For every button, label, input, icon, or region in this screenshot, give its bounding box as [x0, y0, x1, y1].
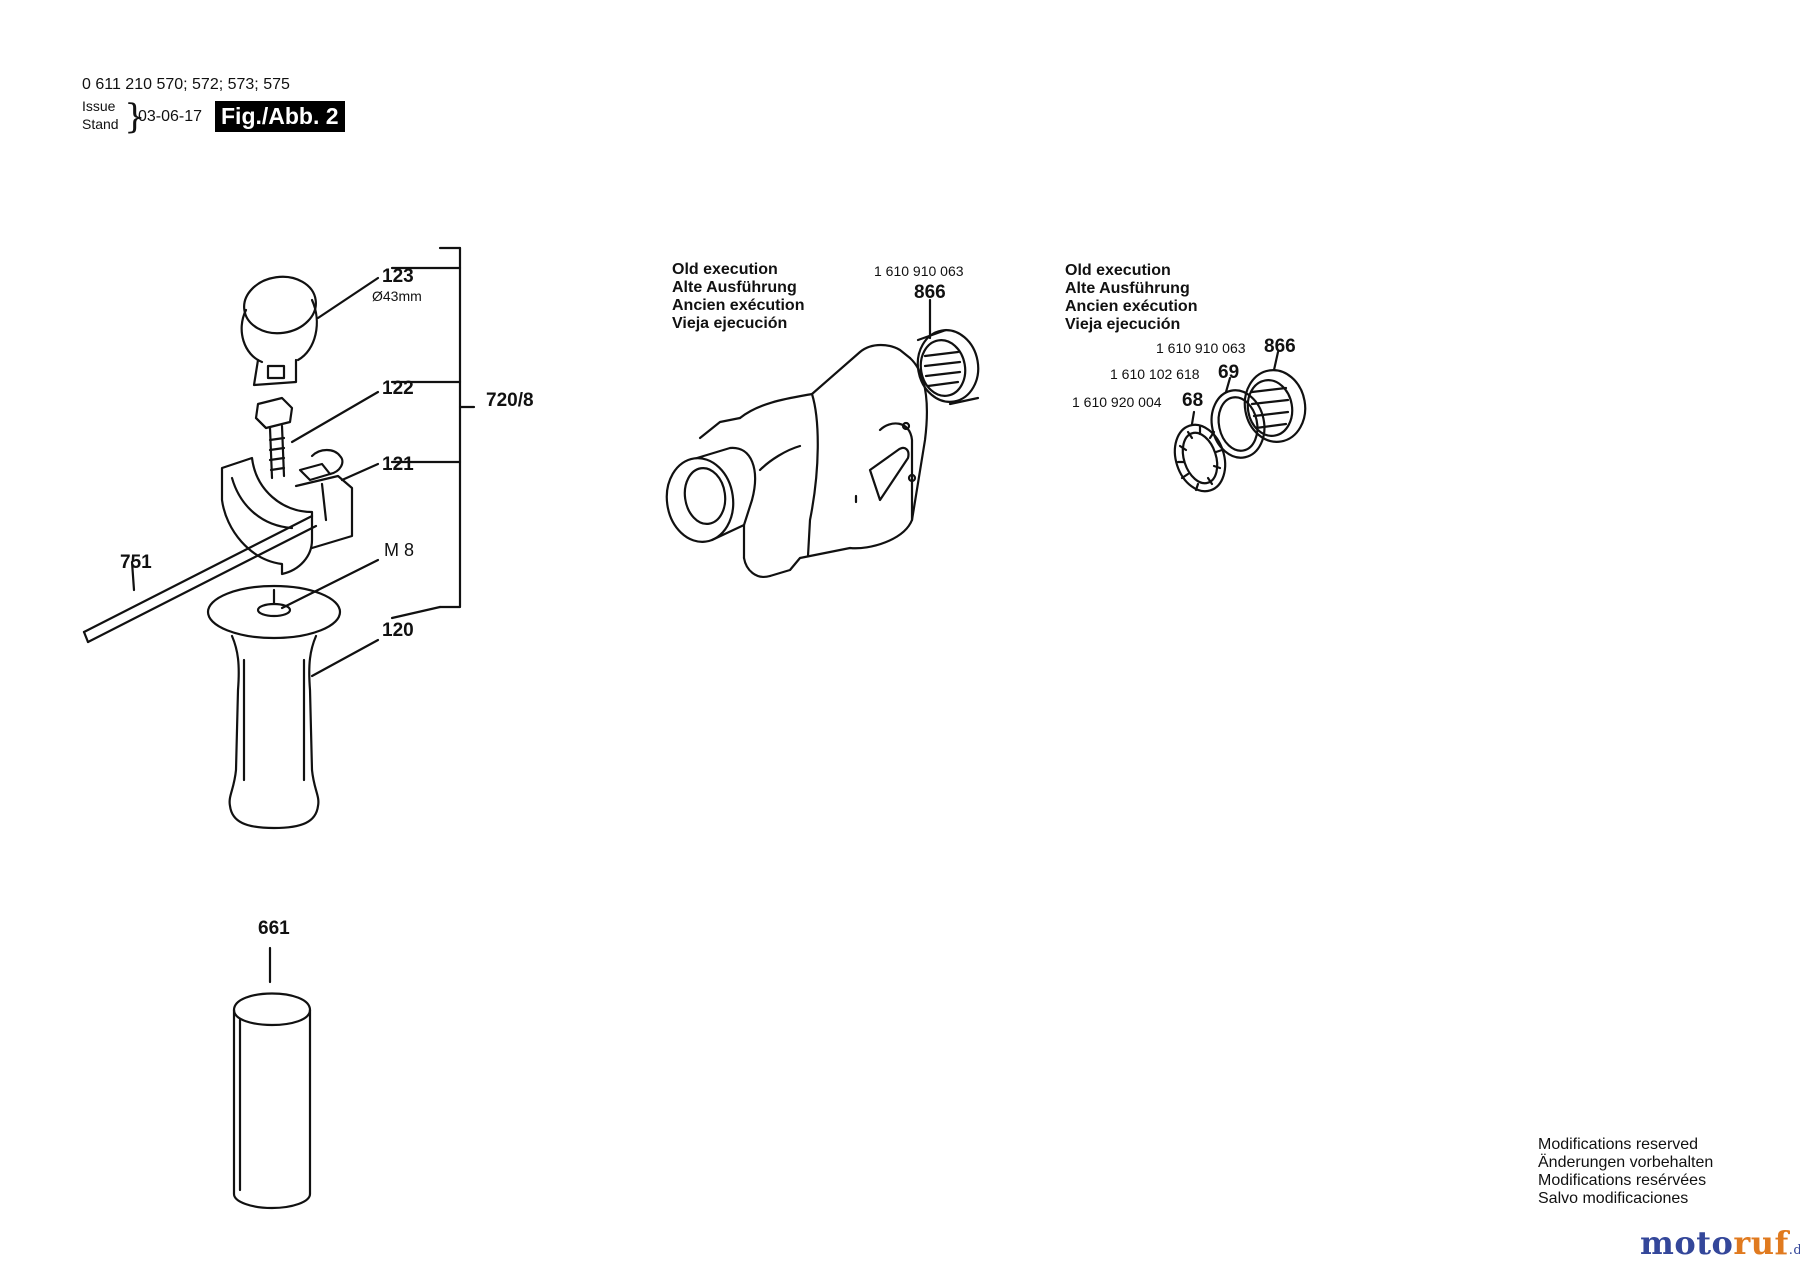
leader-751 [130, 560, 136, 592]
logo-part-2: ruf [1733, 1224, 1789, 1262]
old-execution-2-part-no-68: 1 610 920 004 [1072, 394, 1162, 410]
old-execution-2-line-2: Alte Ausführung [1065, 280, 1190, 297]
site-logo: motoruf.de [1640, 1224, 1800, 1262]
old-execution-1-line-4: Vieja ejecución [672, 315, 788, 332]
old-execution-1-line-2: Alte Ausführung [672, 279, 797, 296]
callout-123-diameter: Ø43mm [372, 288, 422, 304]
callout-661: 661 [258, 918, 290, 939]
part-numbers: 0 611 210 570; 572; 573; 575 [82, 76, 290, 93]
gear-housing [665, 343, 928, 578]
issue-label: Issue [82, 98, 116, 114]
leader-866-b [1272, 350, 1280, 372]
leader-121 [340, 462, 380, 482]
stand-label: Stand [82, 116, 119, 132]
needle-bearing-866-a [916, 328, 980, 406]
leader-122 [290, 390, 380, 444]
footer-note-1: Modifications reserved [1538, 1136, 1699, 1153]
brace-symbol: } [124, 97, 146, 137]
callout-866-b: 866 [1264, 336, 1296, 357]
callout-121: 121 [382, 454, 414, 475]
old-execution-2-line-1: Old execution [1065, 262, 1171, 279]
old-execution-1-line-3: Ancien exécution [672, 297, 805, 314]
callout-69: 69 [1218, 362, 1240, 383]
aux-handle-120 [206, 584, 342, 830]
leader-120 [310, 638, 380, 678]
assembly-bracket [390, 246, 476, 620]
callout-123: 123 [382, 266, 414, 287]
footer-note-3: Modifications resérvées [1538, 1172, 1707, 1189]
old-execution-2-part-no-69: 1 610 102 618 [1110, 366, 1200, 382]
callout-122: 122 [382, 378, 414, 399]
footer-note-4: Salvo modificaciones [1538, 1190, 1689, 1207]
callout-720-8: 720/8 [486, 390, 534, 411]
callout-751: 751 [120, 552, 152, 573]
clamp-ring-123 [240, 275, 318, 387]
callout-m8: M 8 [384, 540, 415, 560]
sleeve-661 [232, 946, 312, 1210]
footer-note-2: Änderungen vorbehalten [1538, 1154, 1714, 1171]
leader-68 [1190, 410, 1196, 426]
old-execution-2-line-3: Ancien exécution [1065, 298, 1198, 315]
leader-69 [1224, 376, 1232, 394]
logo-suffix: .de [1788, 1243, 1800, 1258]
old-execution-2-line-4: Vieja ejecución [1065, 316, 1181, 333]
leader-m8 [280, 558, 380, 610]
callout-68: 68 [1182, 390, 1204, 411]
old-execution-1-part-no: 1 610 910 063 [874, 263, 964, 279]
old-execution-2-part-no-866: 1 610 910 063 [1156, 340, 1246, 356]
thrust-washer-68 [1173, 423, 1227, 493]
leader-123 [316, 276, 380, 320]
needle-bearing-866-b [1243, 369, 1307, 443]
screw-122 [254, 396, 294, 480]
callout-866-a: 866 [914, 282, 946, 303]
old-execution-1-line-1: Old execution [672, 261, 778, 278]
ring-69 [1210, 389, 1266, 459]
depth-rod-751 [82, 514, 318, 644]
figure-label: Fig./Abb. 2 [215, 101, 345, 132]
issue-date: 03-06-17 [138, 108, 203, 125]
logo-part-1: moto [1640, 1224, 1734, 1262]
handle-clamp-121 [220, 448, 354, 576]
callout-120: 120 [382, 620, 414, 641]
